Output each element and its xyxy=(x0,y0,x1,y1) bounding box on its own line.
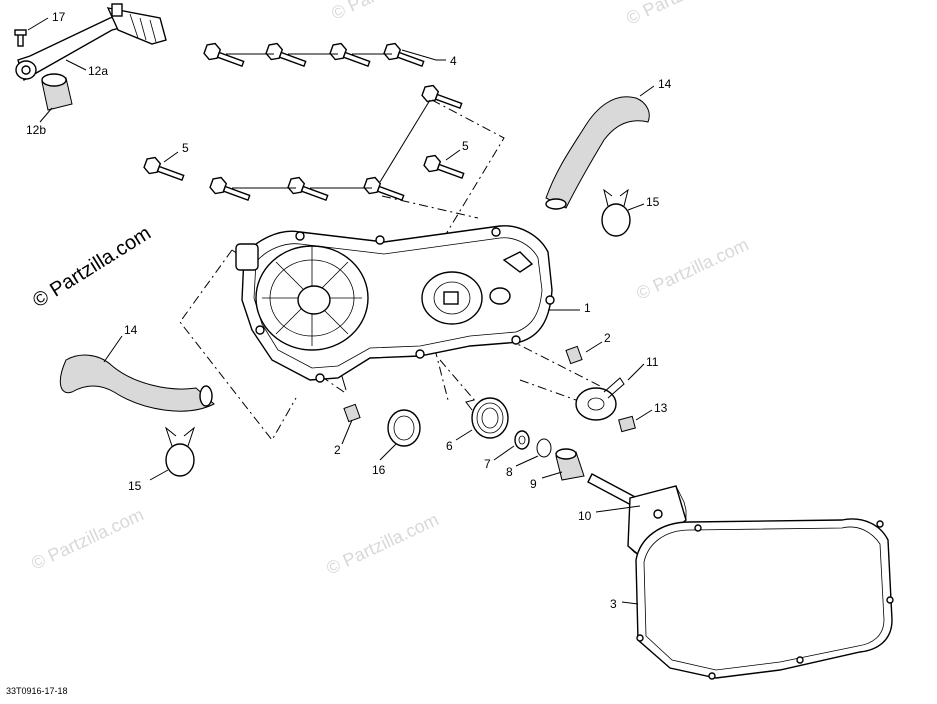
hose-upper xyxy=(545,96,650,210)
brand-watermark: © Partzilla.com xyxy=(29,222,155,312)
clip-upper xyxy=(601,188,631,237)
callout-1: 1 xyxy=(584,301,591,315)
pinion-11 xyxy=(575,377,625,421)
watermark: © Partzilla.com xyxy=(323,509,441,578)
figure-code: 33T0916-17-18 xyxy=(6,686,68,696)
callout-17: 17 xyxy=(52,10,66,24)
bolt-group-4 xyxy=(203,42,463,110)
callout-14-upper: 14 xyxy=(658,77,672,91)
callout-14-lower: 14 xyxy=(124,323,138,337)
callout-11: 11 xyxy=(646,355,659,369)
leader-lines xyxy=(27,17,655,605)
circlip-8 xyxy=(536,438,552,458)
callout-9: 9 xyxy=(530,477,537,491)
watermark: © Partzilla.com xyxy=(623,0,741,29)
callout-4: 4 xyxy=(450,54,457,68)
bushing-2-right xyxy=(565,345,583,365)
watermark: © Partzilla.com xyxy=(28,504,146,573)
callout-2-right: 2 xyxy=(604,331,611,345)
watermark: © Partzilla.com xyxy=(328,0,446,24)
callout-12b: 12b xyxy=(26,123,46,137)
callout-10: 10 xyxy=(578,509,592,523)
spring-6 xyxy=(465,397,509,439)
callout-5-left: 5 xyxy=(182,141,189,155)
kick-shaft-10 xyxy=(587,473,687,557)
callout-6: 6 xyxy=(446,439,453,453)
callout-8: 8 xyxy=(506,465,513,479)
gasket-3 xyxy=(635,518,894,680)
callout-16: 16 xyxy=(372,463,386,477)
callout-labels: 17 12a 12b 4 5 5 14 15 1 2 11 13 14 15 2… xyxy=(26,10,672,611)
callout-13: 13 xyxy=(654,401,668,415)
bushing-12b xyxy=(41,73,73,111)
callout-3: 3 xyxy=(610,597,617,611)
watermark: © Partzilla.com xyxy=(633,234,751,303)
callout-7: 7 xyxy=(484,457,491,471)
washer-7 xyxy=(514,430,530,450)
bushing-9 xyxy=(555,448,585,481)
callout-15-upper: 15 xyxy=(646,195,660,209)
callout-5-right: 5 xyxy=(462,139,469,153)
hose-lower xyxy=(59,354,215,412)
callout-2-left: 2 xyxy=(334,443,341,457)
callout-12a: 12a xyxy=(88,64,108,78)
bolt-group-5 xyxy=(143,154,465,202)
clip-lower xyxy=(164,426,196,477)
kick-lever-assembly xyxy=(14,3,167,82)
cvt-cover xyxy=(235,225,555,383)
bearing-16 xyxy=(387,409,421,447)
pin-13 xyxy=(618,415,636,433)
callout-15-lower: 15 xyxy=(128,479,142,493)
bushing-2-left xyxy=(343,403,361,423)
